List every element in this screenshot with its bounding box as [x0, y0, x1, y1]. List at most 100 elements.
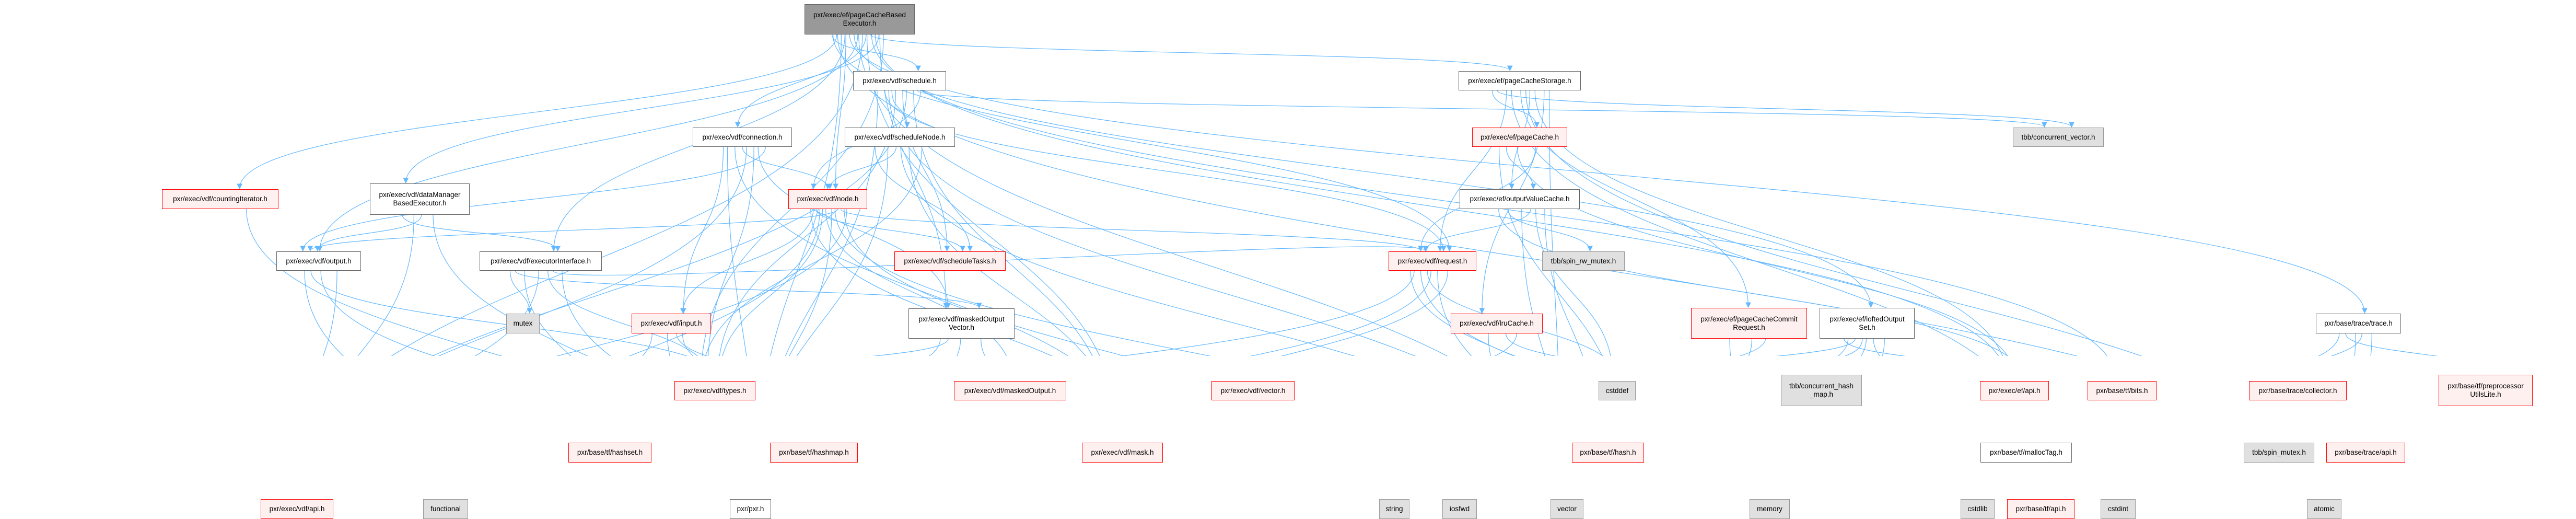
edge-outputValueCache-to-cstddef	[1535, 209, 1611, 356]
graph-node-masked-output-vector[interactable]: pxr/exec/vdf/maskedOutput Vector.h	[908, 308, 1015, 339]
edge-request-to-vector	[1437, 270, 1472, 356]
graph-node-types[interactable]: pxr/exec/vdf/types.h	[674, 381, 755, 400]
graph-node-cstdint[interactable]: cstdint	[2101, 499, 2136, 519]
edge-node-to-types	[722, 209, 823, 356]
graph-node-request[interactable]: pxr/exec/vdf/request.h	[1389, 251, 1476, 271]
edge-schedule-to-request	[884, 90, 1447, 252]
edge-node-to-request	[841, 209, 1424, 252]
graph-node-pxr[interactable]: pxr/pxr.h	[730, 499, 771, 519]
edge-pageCacheStorage-to-mallocTag	[1511, 90, 1979, 356]
edge-scheduleNode-to-pxr	[796, 146, 889, 356]
edge-connection-to-node	[742, 146, 831, 190]
graph-node-ef-api[interactable]: pxr/exec/ef/api.h	[1980, 381, 2049, 400]
edge-node-to-vdfApi	[556, 209, 847, 356]
edge-loftedOutputSet-to-efApi	[1844, 338, 1906, 356]
graph-node-tf-api[interactable]: pxr/base/tf/api.h	[2007, 499, 2074, 519]
graph-node-mask[interactable]: pxr/exec/vdf/mask.h	[1082, 443, 1163, 463]
graph-node-root[interactable]: pxr/exec/ef/pageCacheBased Executor.h	[805, 4, 915, 34]
edge-root-to-connection	[735, 34, 867, 128]
graph-node-string[interactable]: string	[1379, 499, 1409, 519]
edge-schedule-to-mask	[913, 90, 1093, 356]
graph-node-bits[interactable]: pxr/base/tf/bits.h	[2088, 381, 2157, 400]
graph-node-lru-cache[interactable]: pxr/exec/vdf/lruCache.h	[1451, 314, 1543, 333]
edge-schedule-to-scheduleNode	[891, 90, 910, 128]
edge-loftedOutputSet-to-cstddef	[1776, 338, 1856, 356]
edge-dataManager-to-pxr	[433, 214, 588, 356]
edge-pageCacheStorage-to-vector	[1548, 90, 1558, 356]
edge-scheduleNode-to-node	[827, 146, 897, 190]
graph-node-preprocessor[interactable]: pxr/base/tf/preprocessor UtilsLite.h	[2439, 375, 2533, 406]
graph-node-connection[interactable]: pxr/exec/vdf/connection.h	[693, 128, 792, 147]
edge-trace-to-mallocTag	[2317, 333, 2340, 356]
graph-node-vdf-api[interactable]: pxr/exec/vdf/api.h	[261, 499, 333, 519]
graph-node-malloc-tag[interactable]: pxr/base/tf/mallocTag.h	[1980, 443, 2072, 463]
graph-node-input[interactable]: pxr/exec/vdf/input.h	[632, 314, 711, 333]
edge-maskedOutputVector-to-maskedOutput	[981, 338, 986, 356]
graph-node-mutex[interactable]: mutex	[506, 314, 540, 333]
graph-node-functional[interactable]: functional	[423, 499, 468, 519]
edge-input-to-types	[682, 333, 694, 356]
edge-pageCache-to-outputValueCache	[1506, 146, 1536, 190]
edge-dataManager-to-output	[314, 214, 422, 252]
edge-connection-to-output	[300, 146, 766, 252]
graph-node-iosfwd[interactable]: iosfwd	[1442, 499, 1477, 519]
graph-node-vdf-vector[interactable]: pxr/exec/vdf/vector.h	[1211, 381, 1295, 400]
edge-scheduleNode-to-types	[705, 146, 923, 356]
edge-outputValueCache-to-spinRwMutex	[1507, 209, 1593, 252]
edge-root-to-countingIterator	[237, 34, 837, 190]
graph-node-atomic[interactable]: atomic	[2307, 499, 2341, 519]
edge-node-to-pxr	[788, 209, 832, 356]
graph-node-data-manager[interactable]: pxr/exec/vdf/dataManager BasedExecutor.h	[370, 183, 470, 215]
graph-node-vector[interactable]: vector	[1551, 499, 1583, 519]
graph-node-memory[interactable]: memory	[1750, 499, 1790, 519]
edge-pageCacheStorage-to-concurrentVector	[1497, 90, 2074, 128]
graph-node-cstddef[interactable]: cstddef	[1599, 381, 1636, 400]
graph-node-concurrent-vector[interactable]: tbb/concurrent_vector.h	[2013, 128, 2104, 147]
graph-node-hashset[interactable]: pxr/base/tf/hashset.h	[568, 443, 651, 463]
edge-outputValueCache-to-efApi	[1498, 209, 2008, 356]
edge-pageCacheStorage-to-atomic	[1525, 90, 2142, 356]
graph-node-page-cache-commit[interactable]: pxr/exec/ef/pageCacheCommit Request.h	[1691, 308, 1807, 339]
edge-root-to-output	[317, 34, 858, 252]
graph-node-output[interactable]: pxr/exec/vdf/output.h	[276, 251, 361, 271]
graph-node-page-cache[interactable]: pxr/exec/ef/pageCache.h	[1472, 128, 1567, 147]
graph-node-masked-output[interactable]: pxr/exec/vdf/maskedOutput.h	[954, 381, 1066, 400]
edge-node-to-scheduleTasks	[816, 209, 965, 252]
graph-node-trace-api[interactable]: pxr/base/trace/api.h	[2326, 443, 2405, 463]
graph-node-executor-interface[interactable]: pxr/exec/vdf/executorInterface.h	[480, 251, 602, 271]
edge-node-to-functional	[628, 209, 820, 356]
edge-request-to-mask	[1281, 270, 1448, 356]
edge-connection-to-types	[707, 146, 754, 356]
graph-node-schedule-tasks[interactable]: pxr/exec/vdf/scheduleTasks.h	[894, 251, 1006, 271]
edge-connection-to-input	[680, 146, 724, 314]
graph-node-collector[interactable]: pxr/base/trace/collector.h	[2249, 381, 2347, 400]
edge-loftedOutputSet-to-vector	[1860, 338, 1867, 356]
edge-node-to-maskedOutput	[825, 209, 1007, 356]
edge-output-to-pxr	[320, 270, 435, 356]
edge-lruCache-to-cstddef	[1506, 333, 1556, 356]
edge-lruCache-to-pxr	[1494, 333, 1517, 356]
graph-node-cstdlib[interactable]: cstdlib	[1961, 499, 1995, 519]
edge-executorInterface-to-pxr	[562, 270, 611, 356]
edge-outputValueCache-to-request	[1423, 209, 1531, 252]
edge-root-to-pxr	[770, 34, 842, 356]
graph-node-schedule-node[interactable]: pxr/exec/vdf/scheduleNode.h	[845, 128, 955, 147]
graph-node-trace[interactable]: pxr/base/trace/trace.h	[2316, 314, 2401, 333]
edge-request-to-hash	[1410, 270, 1516, 356]
graph-node-concurrent-hash-map[interactable]: tbb/concurrent_hash _map.h	[1781, 375, 1862, 406]
graph-node-hashmap[interactable]: pxr/base/tf/hashmap.h	[770, 443, 858, 463]
edge-root-to-mask	[866, 34, 1100, 356]
graph-node-lofted-output-set[interactable]: pxr/exec/ef/loftedOutput Set.h	[1820, 308, 1915, 339]
edge-root-to-schedule	[832, 34, 921, 72]
graph-node-counting-iterator[interactable]: pxr/exec/vdf/countingIterator.h	[162, 189, 278, 209]
graph-node-page-cache-storage[interactable]: pxr/exec/ef/pageCacheStorage.h	[1459, 71, 1581, 90]
graph-node-spin-mutex[interactable]: tbb/spin_mutex.h	[2244, 443, 2314, 463]
graph-node-node[interactable]: pxr/exec/vdf/node.h	[788, 189, 867, 209]
graph-node-schedule[interactable]: pxr/exec/vdf/schedule.h	[853, 71, 946, 90]
graph-node-hash[interactable]: pxr/base/tf/hash.h	[1572, 443, 1644, 463]
edge-root-to-pageCacheStorage	[870, 34, 1513, 72]
edge-executorInterface-to-hashset	[524, 270, 572, 356]
edge-dataManager-to-vdfApi	[357, 214, 414, 356]
graph-node-output-value-cache[interactable]: pxr/exec/ef/outputValueCache.h	[1460, 189, 1580, 209]
graph-node-spin-rw-mutex[interactable]: tbb/spin_rw_mutex.h	[1542, 251, 1625, 271]
